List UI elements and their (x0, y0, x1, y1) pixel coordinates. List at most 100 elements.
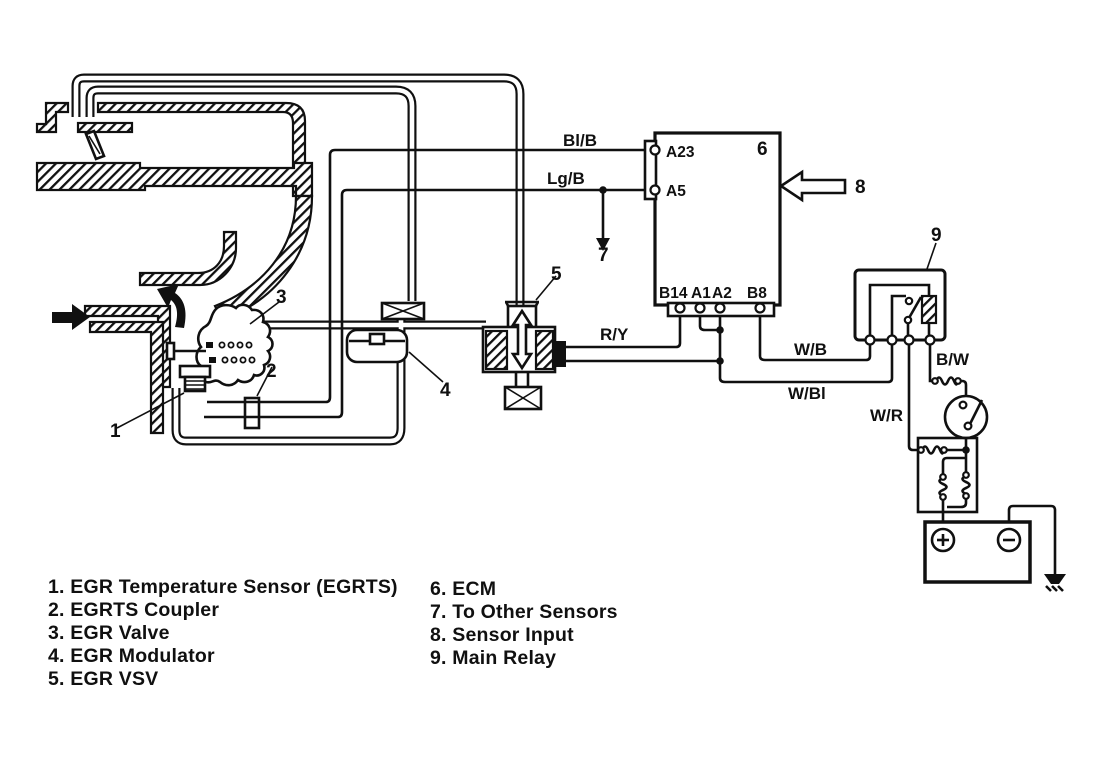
manifold-fitting (35, 101, 70, 134)
fuse-left (938, 476, 948, 498)
relay-inner-wire (868, 283, 931, 338)
leader-9 (926, 242, 937, 270)
needle-screw-line (88, 135, 101, 155)
ignition-contact (958, 400, 968, 410)
wire-battery-to-ground (1007, 504, 1057, 574)
relay-contact-moving (903, 315, 913, 325)
relay-terminal (886, 334, 898, 346)
pin-a23 (649, 144, 661, 156)
vsv-connector (553, 341, 566, 367)
vsv-flow-arrow (510, 308, 534, 371)
legend: 1. EGR Temperature Sensor (EGRTS) 2. EGR… (48, 576, 618, 690)
callout-9: 9 (931, 225, 942, 246)
wire-b-w-to-switch (959, 379, 968, 396)
relay-terminal (924, 334, 936, 346)
callout-2: 2 (266, 361, 277, 382)
vsv-coil-left (484, 329, 509, 371)
egr-modulator (345, 301, 426, 364)
leader-3 (249, 301, 280, 325)
valve-stem-cap (165, 341, 176, 361)
wire-r-y (566, 312, 682, 349)
wire-label-w-bl: W/Bl (788, 384, 826, 403)
valve-seat-mark (206, 342, 213, 348)
callout-4: 4 (440, 380, 451, 401)
intake-pipe-bottom-wall (88, 320, 165, 435)
egr-valve-body (195, 303, 274, 387)
wire-label-bl-b: Bl/B (563, 131, 597, 150)
leader-2 (256, 366, 273, 397)
egr-vsv (481, 300, 566, 411)
ignition-switch (943, 394, 989, 440)
egrts-coupler (243, 396, 261, 430)
wire-label-lg-b: Lg/B (547, 169, 585, 188)
wire-bl-b (207, 148, 651, 404)
leader-4 (408, 351, 444, 383)
legend-item-5: 5. EGR VSV (48, 668, 158, 690)
wire-lg-b (204, 188, 651, 419)
ecm-box (653, 131, 782, 307)
manifold-top-wall (96, 101, 307, 198)
callout-1: 1 (110, 421, 121, 442)
plenum-lower-wall (35, 161, 314, 198)
legend-item-3: 3. EGR Valve (48, 622, 170, 644)
pin-label-a1: A1 (691, 285, 711, 302)
callout-7: 7 (598, 245, 609, 266)
ground-icon (1044, 574, 1066, 592)
legend-item-9: 9. Main Relay (430, 647, 556, 669)
pin-a1 (694, 302, 706, 314)
hose-manifold-to-modulator-filter (85, 85, 417, 301)
exhaust-flow-arrow (157, 284, 186, 328)
egr-valve (165, 303, 274, 387)
egr-temp-sensor (178, 364, 212, 393)
junction-dot (716, 357, 724, 365)
legend-item-4: 4. EGR Modulator (48, 645, 215, 667)
wire-label-r-y: R/Y (600, 325, 629, 344)
leader-5 (535, 275, 557, 301)
wire-w-r (907, 344, 920, 452)
legend-item-6: 6. ECM (430, 578, 496, 600)
fuse-w-r (920, 445, 945, 455)
manifold-artwork (35, 101, 314, 435)
main-relay (853, 268, 947, 346)
pin-label-a5: A5 (666, 183, 686, 200)
junction-dot (716, 326, 724, 334)
valve-spring-dots (218, 341, 256, 364)
egr-passage-inner-wall (138, 230, 238, 287)
leader-lines (116, 242, 937, 429)
legend-item-1: 1. EGR Temperature Sensor (EGRTS) (48, 576, 398, 598)
relay-contact-fixed (904, 296, 914, 306)
wire-a1-jog (698, 311, 720, 332)
legend-item-7: 7. To Other Sensors (430, 601, 618, 623)
wire-w-bl (718, 311, 894, 384)
relay-coil (920, 294, 938, 325)
pin-a5 (649, 184, 661, 196)
legend-item-8: 8. Sensor Input (430, 624, 574, 646)
callout-8: 8 (855, 177, 866, 198)
wire-fuse-out-right (947, 497, 968, 509)
pin-label-b14: B14 (659, 285, 688, 302)
ecm: A23 A5 6 B14 A1 A2 B8 (643, 131, 782, 318)
sensor-hex-head (178, 364, 212, 379)
sensor-input-arrow (778, 169, 847, 203)
legend-item-2: 2. EGRTS Coupler (48, 599, 219, 621)
fuse-box (916, 436, 979, 514)
leader-1 (116, 392, 185, 429)
wire-label-w-b: W/B (794, 340, 827, 359)
fuse-b-w (934, 376, 959, 386)
vsv-coil-right (534, 329, 555, 371)
pin-label-a23: A23 (666, 144, 695, 161)
wire-fuse-branch (941, 456, 966, 475)
manifold-port-wall (76, 121, 134, 134)
fuse-box-outline (916, 436, 979, 514)
battery (923, 520, 1032, 584)
pin-a2 (714, 302, 726, 314)
wires (204, 148, 1057, 574)
relay-terminal (864, 334, 876, 346)
relay-contact-lead (890, 294, 906, 338)
to-other-sensors-arrowhead (596, 238, 610, 251)
pin-b14 (674, 302, 686, 314)
pin-b8 (754, 302, 766, 314)
callout-5: 5 (551, 264, 562, 285)
